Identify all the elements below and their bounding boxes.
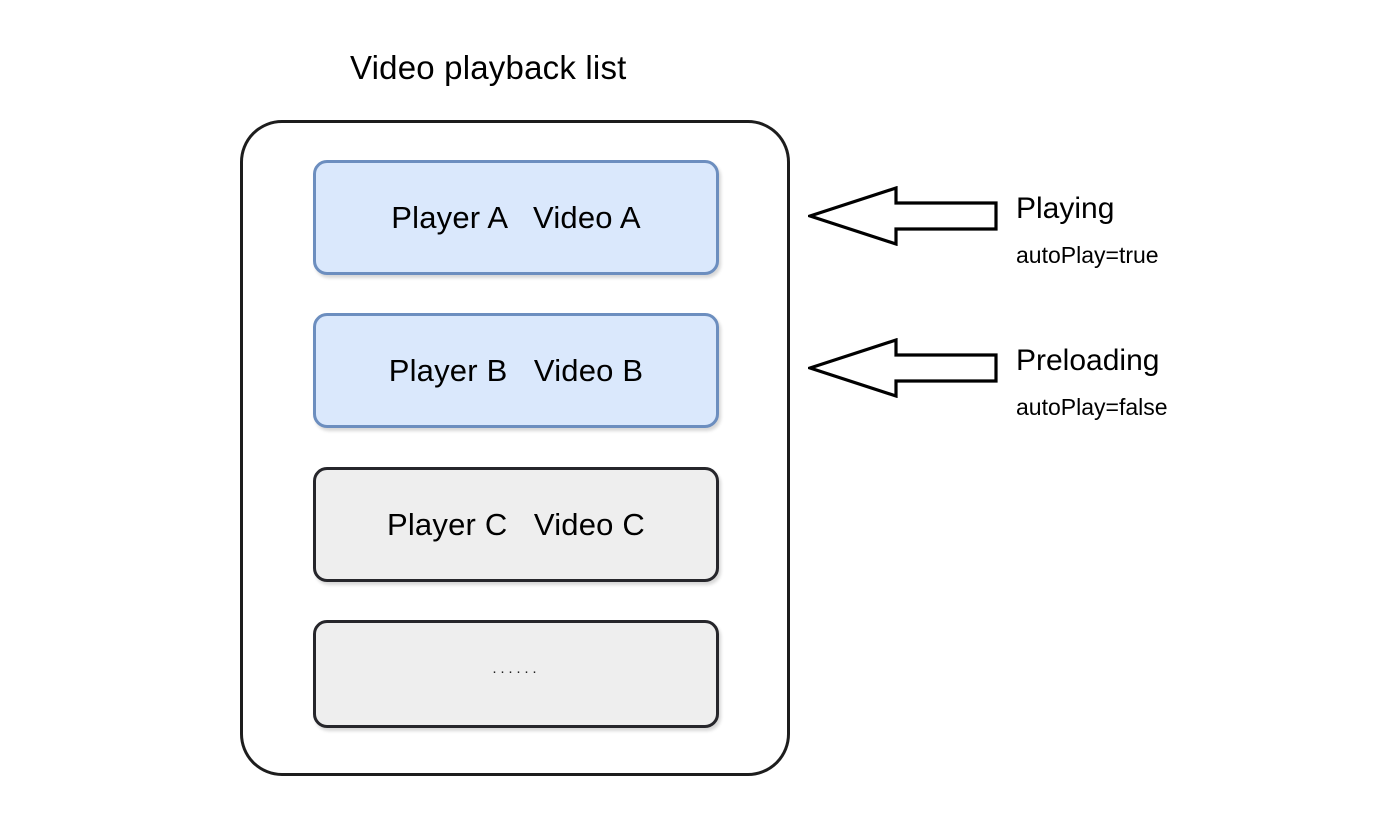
- list-item-player-b[interactable]: Player B Video B: [313, 313, 719, 428]
- annotation-preloading: Preloading autoPlay=false: [1016, 342, 1168, 422]
- left-block-arrow-icon-preloading: [808, 338, 998, 398]
- list-item-label: Player B Video B: [388, 352, 644, 388]
- annotation-title: Preloading: [1016, 344, 1160, 377]
- list-item-ellipsis[interactable]: ······: [313, 620, 719, 728]
- annotation-playing: Playing autoPlay=true: [1016, 190, 1159, 270]
- left-block-arrow-icon-playing: [808, 186, 998, 246]
- list-item-player-a[interactable]: Player A Video A: [313, 160, 719, 275]
- ellipsis-label: ······: [492, 663, 540, 680]
- list-item-label: Player C Video C: [386, 506, 646, 542]
- annotation-subtitle: autoPlay=false: [1016, 394, 1168, 420]
- page-title: Video playback list: [350, 49, 627, 86]
- list-item-label: Player A Video A: [391, 199, 641, 235]
- annotation-subtitle: autoPlay=true: [1016, 242, 1159, 268]
- annotation-title: Playing: [1016, 192, 1115, 225]
- list-item-player-c[interactable]: Player C Video C: [313, 467, 719, 582]
